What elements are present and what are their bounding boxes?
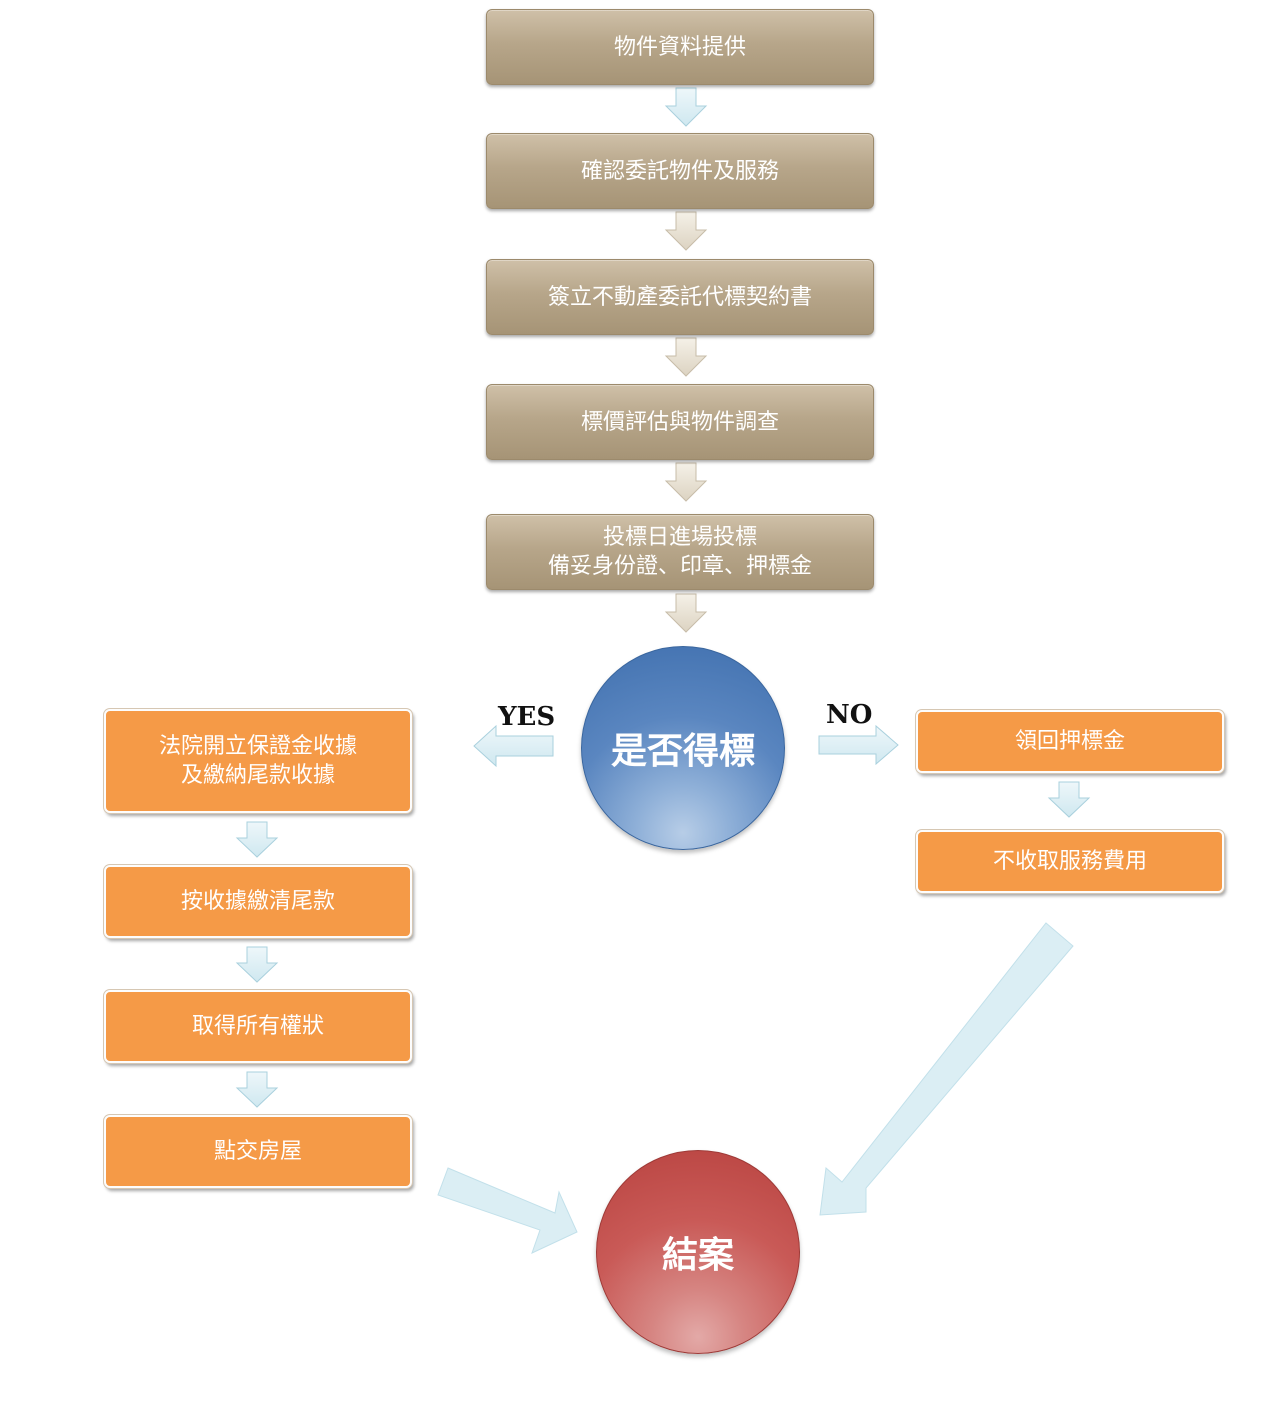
step-label: 確認委託物件及服務 <box>580 158 779 184</box>
step-label: 投標日進場投標 <box>602 525 757 550</box>
yes-down-arrow-3 <box>235 1071 279 1108</box>
yes-step-ownership: 取得所有權狀 <box>104 990 412 1063</box>
step-price-evaluation: 標價評估與物件調查 <box>486 384 874 460</box>
no-to-end-arrow <box>819 922 1074 1216</box>
end-circle: 結案 <box>596 1150 800 1354</box>
yes-label: YES <box>498 702 556 732</box>
step-label: 不收取服務費用 <box>992 849 1147 874</box>
step-label: 簽立不動產委託代標契約書 <box>547 284 812 310</box>
step-label: 領回押標金 <box>1014 729 1125 754</box>
end-label: 結案 <box>661 1235 734 1276</box>
step-provide-property-info: 物件資料提供 <box>486 9 874 85</box>
down-arrow-1 <box>664 87 708 127</box>
step-label: 按收據繳清尾款 <box>180 889 335 914</box>
no-arrow <box>818 724 899 766</box>
step-label: 標價評估與物件調查 <box>580 409 779 435</box>
step-label-line2: 及繳納尾款收據 <box>180 763 335 788</box>
step-label: 法院開立保證金收據 <box>158 734 357 759</box>
step-label-line2: 備妥身份證、印章、押標金 <box>547 554 812 579</box>
yes-arrow <box>473 724 554 768</box>
step-sign-contract: 簽立不動產委託代標契約書 <box>486 259 874 335</box>
yes-to-end-arrow <box>437 1167 578 1254</box>
down-arrow-5 <box>664 593 708 633</box>
step-label: 取得所有權狀 <box>191 1014 324 1039</box>
step-bidding-day: 投標日進場投標 備妥身份證、印章、押標金 <box>486 514 874 590</box>
yes-down-arrow-1 <box>235 821 279 858</box>
down-arrow-2 <box>664 211 708 251</box>
down-arrow-4 <box>664 462 708 502</box>
no-down-arrow <box>1047 781 1091 818</box>
step-label: 點交房屋 <box>213 1139 302 1164</box>
decision-circle: 是否得標 <box>581 646 785 850</box>
yes-step-receipts: 法院開立保證金收據 及繳納尾款收據 <box>104 709 412 813</box>
no-step-no-fee: 不收取服務費用 <box>916 830 1224 893</box>
down-arrow-3 <box>664 337 708 377</box>
yes-step-pay-balance: 按收據繳清尾款 <box>104 865 412 938</box>
no-step-refund-deposit: 領回押標金 <box>916 710 1224 773</box>
step-label: 物件資料提供 <box>613 34 746 60</box>
yes-step-handover: 點交房屋 <box>104 1115 412 1188</box>
step-confirm-commission: 確認委託物件及服務 <box>486 133 874 209</box>
no-label: NO <box>826 700 873 730</box>
decision-label: 是否得標 <box>610 731 755 772</box>
yes-down-arrow-2 <box>235 946 279 983</box>
